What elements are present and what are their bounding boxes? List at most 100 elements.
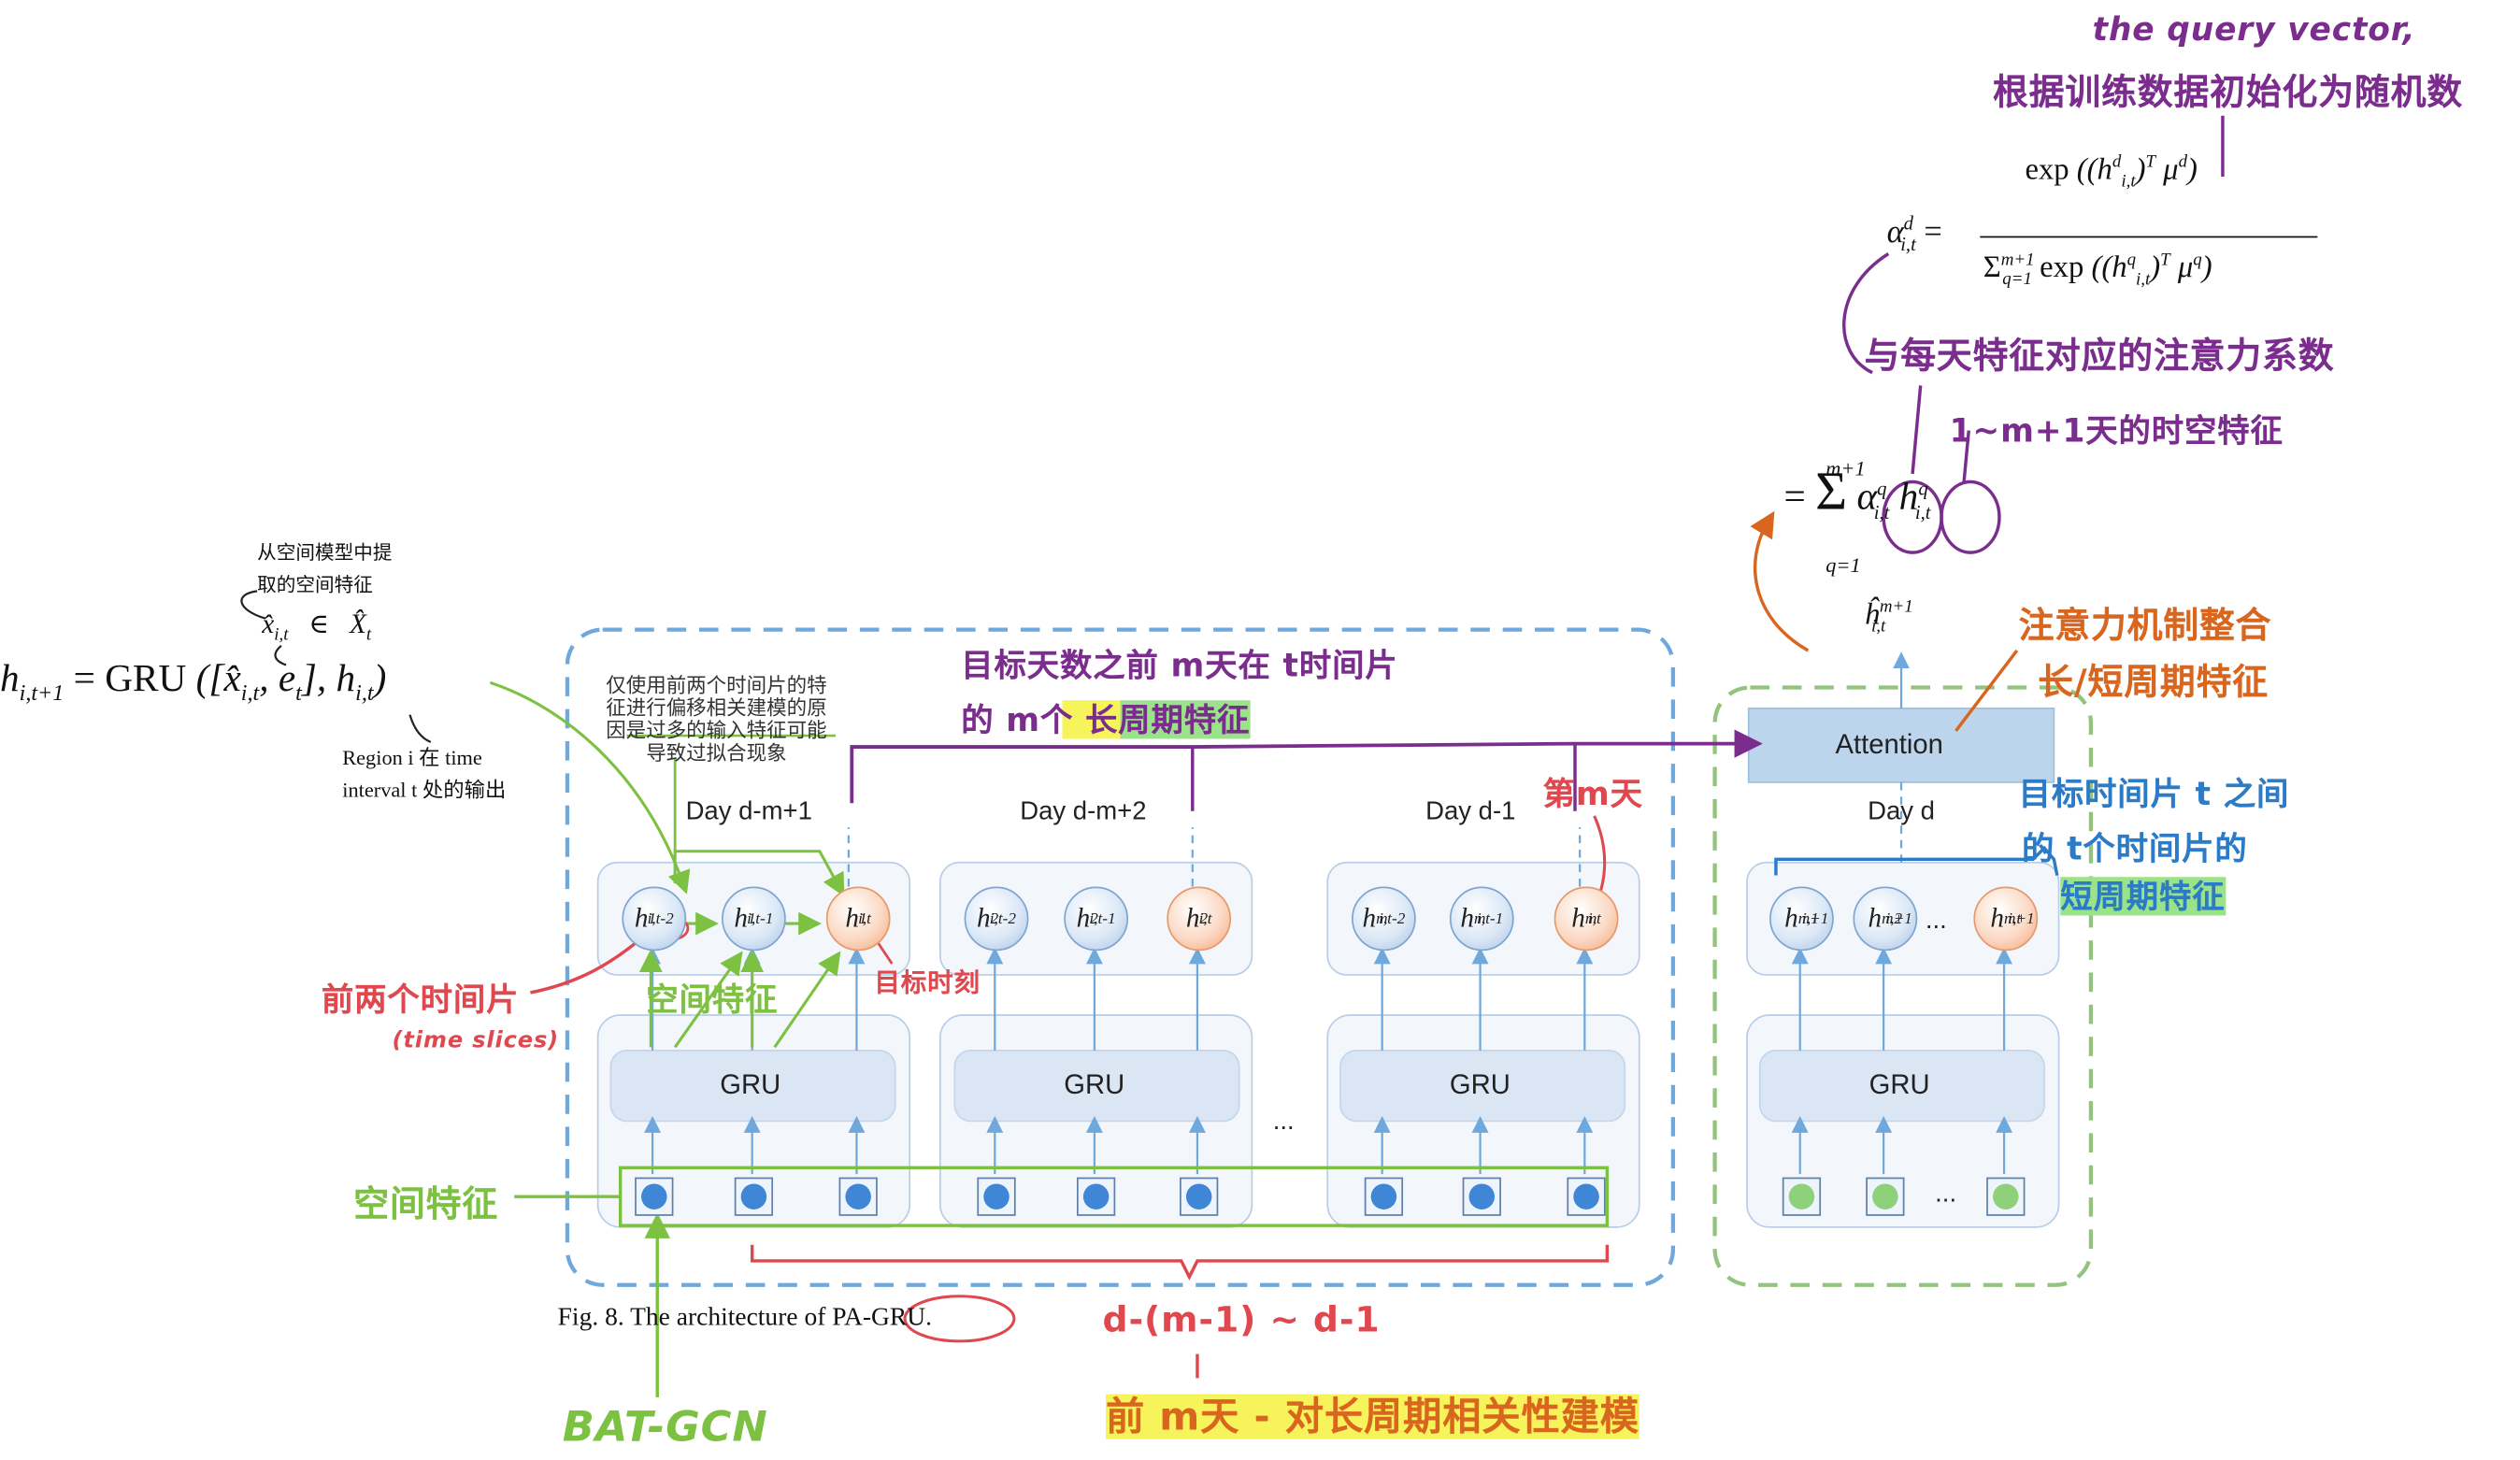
node-superscript: m (1584, 909, 1597, 928)
day-label: Day d-m+1 (685, 798, 812, 826)
attention-box (1747, 707, 2055, 783)
day-label: Day d-m+2 (1020, 798, 1147, 826)
hw-spatial-feature-2: 空间特征 (353, 1185, 499, 1226)
sum-lower: q=1 (1826, 552, 1861, 577)
input-node (1364, 1177, 1404, 1216)
hw-query-vector: the query vector, (2092, 9, 2416, 49)
node-subscript: i,t-2 (989, 909, 1016, 928)
node-symbol: h (1571, 902, 1585, 934)
prev-two-slices-note: 仅使用前两个时间片的特 征进行偏移相关建模的原 因是过多的输入特征可能 导致过拟… (606, 673, 827, 765)
red-brace (750, 1244, 1610, 1281)
region-output-note: Region i 在 time interval t 处的输出 (342, 745, 507, 802)
hw-time-slices: (time slices) (392, 1027, 560, 1054)
gru-formula: hi,t+1 = GRU ([x̂i,t, et], hi,t) (0, 658, 387, 707)
node-symbol: h (1362, 902, 1377, 934)
node-subscript: i,t (2008, 909, 2022, 928)
hw-attention-coef: 与每天特征对应的注意力系数 (1864, 336, 2335, 378)
node-subscript: i,t-1 (747, 909, 774, 928)
hw-short-period-2: 的 t个时间片的 (2022, 828, 2248, 867)
input-node (1076, 1177, 1116, 1216)
node-symbol: h (1076, 902, 1091, 934)
long-period-box (565, 627, 1676, 1287)
node-subscript: i,1 (1802, 909, 1819, 928)
fraction-bar (1980, 236, 2318, 238)
node-subscript: i,t-2 (647, 909, 674, 928)
hw-prev-two-slices: 前两个时间片 (321, 980, 520, 1019)
node-superscript: m+1 (1882, 909, 1912, 928)
x-in-X-formula: x̂i,t ∈ X̂t (262, 608, 372, 645)
node-superscript: m+1 (2004, 909, 2035, 928)
node-symbol: h (1460, 902, 1475, 934)
node-symbol: h (1868, 902, 1883, 934)
hw-spatial-feature-1: 空间特征 (646, 980, 779, 1019)
spatial-feature-note: 从空间模型中提 取的空间特征 (257, 541, 393, 596)
hw-range: d-(m-1) ~ d-1 (1102, 1300, 1381, 1341)
hw-long-period-1: 目标天数之前 m天在 t时间片 (961, 645, 1398, 685)
node-superscript: 2 (990, 909, 999, 928)
alpha-denominator: Σm+1q=1 exp ((hqi,t)T μq) (1983, 250, 2212, 290)
hw-attention-merge-1: 注意力机制整合 (2018, 607, 2272, 648)
node-subscript: i,2 (1885, 909, 1903, 928)
figure-caption: Fig. 8. The architecture of PA-GRU. (557, 1304, 933, 1332)
node-symbol: h (1185, 902, 1200, 934)
input-node (1567, 1177, 1606, 1216)
output-h-hat: ĥm+1i,t (1864, 597, 1913, 637)
node-subscript: i,t (858, 909, 871, 928)
sum-formula: = Σ αqi,t hqi,t (1783, 462, 1931, 523)
hw-attention-merge-2: 长/短周期特征 (2038, 663, 2269, 704)
ellipsis: ... (1925, 907, 1947, 936)
node-superscript: 2 (1199, 909, 1209, 928)
ellipsis: ... (1272, 1108, 1295, 1136)
alpha-numerator: exp ((hdi,t)T μd) (2025, 152, 2198, 192)
node-superscript: m+1 (1797, 909, 1829, 928)
attention-label: Attention (1835, 729, 1943, 760)
hw-day-m: 第m天 (1542, 774, 1643, 813)
hw-target-time: 目标时刻 (874, 966, 981, 998)
day-label: Day d (1868, 798, 1935, 826)
node-superscript: m (1474, 909, 1486, 928)
hw-short-period-3: 短周期特征 (2060, 877, 2226, 916)
gru-label: GRU (720, 1069, 781, 1101)
hw-long-period-2: 的 m个 长周期特征 (961, 700, 1251, 739)
input-node (635, 1177, 674, 1216)
input-node-target (1866, 1177, 1905, 1216)
hw-short-period-1: 目标时间片 t 之间 (2018, 774, 2290, 813)
hw-bat-gcn: BAT-GCN (562, 1403, 768, 1453)
input-node (1462, 1177, 1501, 1216)
short-period-box (1712, 685, 2094, 1287)
node-symbol: h (1784, 902, 1798, 934)
node-subscript: i,t (1198, 909, 1212, 928)
gru-label: GRU (1869, 1069, 1930, 1101)
sum-upper: m+1 (1826, 456, 1866, 480)
node-subscript: i,t-2 (1379, 909, 1406, 928)
input-node (838, 1177, 878, 1216)
node-subscript: i,t-1 (1089, 909, 1116, 928)
alpha-formula-lhs: αdi,t = (1886, 211, 1942, 255)
input-node (734, 1177, 774, 1216)
node-superscript: 1 (748, 909, 756, 928)
gru-label: GRU (1449, 1069, 1511, 1101)
gru-label: GRU (1064, 1069, 1125, 1101)
node-symbol: h (634, 902, 649, 934)
ellipsis: ... (1935, 1181, 1957, 1209)
node-superscript: 2 (1090, 909, 1098, 928)
node-symbol: h (1990, 902, 2005, 934)
node-symbol: h (977, 902, 991, 934)
input-node-target (1986, 1177, 2026, 1216)
node-superscript: 1 (648, 909, 657, 928)
node-superscript: m (1376, 909, 1388, 928)
hw-hidden-features: 1~m+1天的时空特征 (1949, 410, 2284, 451)
node-symbol: h (845, 902, 859, 934)
